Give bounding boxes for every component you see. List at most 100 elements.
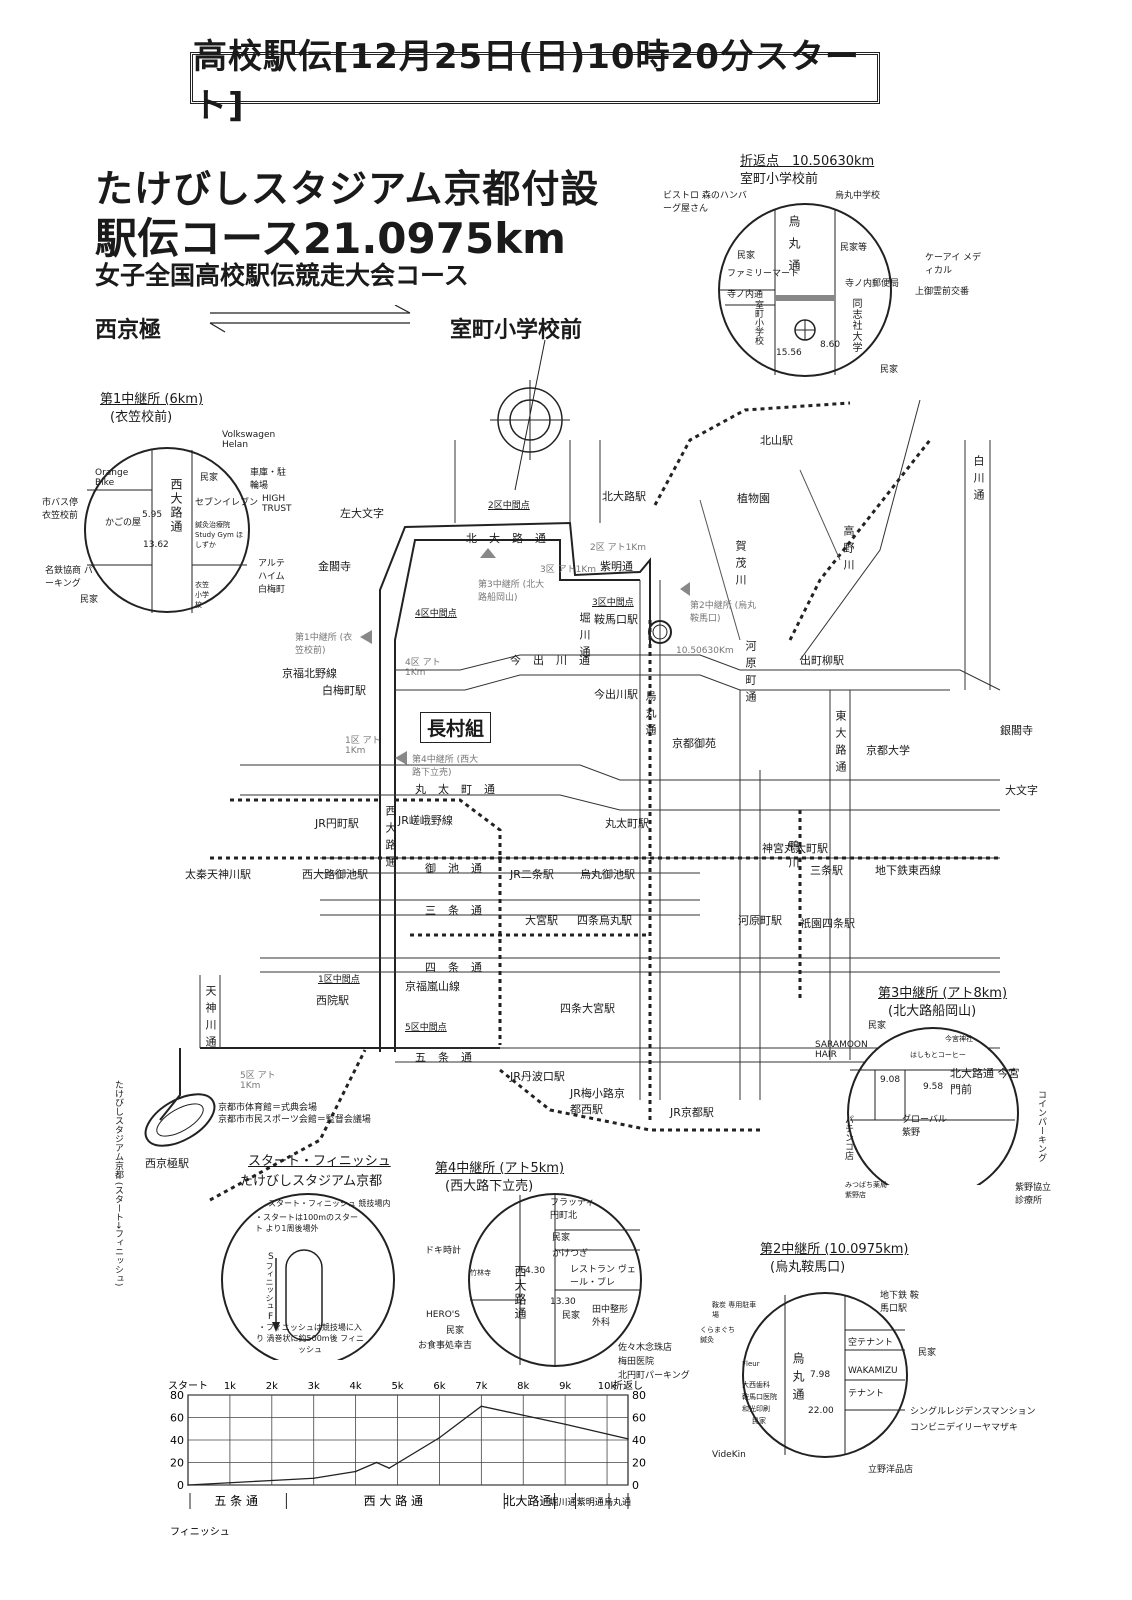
sponsor-nagamuragumi: 長村組 [420,712,492,743]
turnaround-distance: 10.50630Km [676,646,734,656]
turnaround-label-house: 民家 [737,251,756,261]
x-tick-label: 5k [391,1381,403,1392]
relay2-label-karasuma: 烏丸通 [791,1352,805,1406]
elevation-point [229,1481,231,1484]
elevation-point [312,1477,315,1480]
relay4-label-house3: 民家 [562,1311,581,1321]
leg5-midpoint: 5区中間点 [405,1023,447,1033]
relay4-label-kokichi: お食事処幸吉 [418,1341,473,1351]
street-karasuma: 烏丸通 [644,690,657,741]
coaches-meeting-note: 京都市市民スポーツ会館＝監督会議場 [218,1115,371,1125]
relay2-label-wakamizu: WAKAMIZU [848,1366,898,1376]
turnaround-label-houses: 民家等 [840,243,868,253]
y-tick-label-left: 40 [170,1434,184,1447]
leg1-1km-left: 1区 アト1Km [345,736,381,756]
station-kuramaguchi: 鞍馬口駅 [594,613,638,626]
river-kamo: 賀茂川 [734,540,747,591]
x-tick-label: 9k [559,1381,571,1392]
y-tick-label-right: 40 [632,1434,646,1447]
street-shimei: 紫明通 [600,560,633,573]
street-marutamachi: 丸太町通 [415,783,507,796]
leg3-midpoint: 3区中間点 [592,598,634,608]
relay4-label-house2: 民家 [446,1326,465,1336]
station-jr-kyoto: JR京都駅 [670,1106,714,1119]
leg2-1km-left: 2区 アト1Km [590,543,646,553]
relay4-label-heros: HERO'S [426,1310,460,1320]
relay2-label-fleur: Fleur [742,1360,760,1368]
relay1-label-house2: 民家 [80,595,99,605]
start-marker: S [268,1252,274,1262]
relay1-label-parking: 名鉄協商 パーキング [45,566,93,589]
course-distance-heading: 駅伝コース21.0975km [95,214,566,263]
station-jr-nijo: JR二条駅 [510,868,554,881]
elevation-point [375,1461,378,1464]
relay3-label-saramoon: SARAMOON HAIR [815,1040,868,1060]
two-way-arrow-icon [209,305,411,333]
relay2-mark-a: 7.98 [810,1370,831,1380]
relay1-label-garage: 車庫・駐輪場 [250,468,287,491]
relay4-marker-icon [395,751,407,765]
relay4-label-clock: ドキ時計 [425,1246,462,1256]
street-band-label: 北大路通 [503,1493,551,1508]
turnaround-mark-b: 8.60 [820,340,841,350]
turnaround-label-kei-medical: ケーアイ メディカル [925,253,982,276]
elevation-point [480,1405,483,1408]
relay4-mark-a: 4.30 [525,1266,546,1276]
turnaround-label-muromachi-es: 室町小学校 [753,300,763,345]
relay1-label-arte-heim: アルテ ハイム 白梅町 [258,559,286,595]
relay2-label-printing: 和光印刷 [742,1405,770,1413]
y-tick-label-left: 80 [170,1389,184,1402]
relay4-mark-b: 13.30 [550,1297,576,1307]
start-finish-note-3: ・フィニッシュは競技場に入り 渦巻状に約500m後 フィニッシュ [256,1323,364,1354]
y-tick-label-right: 0 [632,1479,639,1492]
elevation-point [627,1438,629,1440]
relay4-label-temple: 竹林寺 [470,1269,491,1277]
station-sanjo: 三条駅 [810,864,843,877]
ceremony-venue-note: 京都市体育館＝式典会場 [218,1103,318,1113]
rail-tozai: 地下鉄東西線 [875,864,941,877]
station-jr-umekoji: JR梅小路京都西駅 [570,1087,625,1116]
x-tick-label: 1k [224,1381,236,1392]
compass-icon [490,339,570,491]
relay3-subtitle: (北大路船岡山) [888,1004,977,1019]
relay3-inset-map [847,1027,1019,1185]
relay2-label-clinic: 鞍馬口医院 [742,1393,777,1401]
x-tick-label: 折返し [613,1379,643,1392]
landmark-daimonji: 大文字 [1005,784,1038,797]
relay3-map-label: 第3中継所 (北大路船岡山) [478,580,545,603]
x-tick-label: 10k [598,1381,617,1392]
y-tick-label-right: 80 [632,1389,646,1402]
turnaround-label-post-office: 寺ノ内郵便局 [845,279,900,289]
elevation-point [522,1414,525,1417]
relay3-label-pachinko: パチンコ店 [843,1115,853,1160]
turnaround-label-karasuma-st: 烏丸通 [787,215,801,281]
relay4-label-nishioji: 西大路通 [513,1265,527,1321]
station-shijo-omiya: 四条大宮駅 [560,1002,615,1015]
relay2-label-house2: 民家 [918,1348,937,1358]
leg4-midpoint: 4区中間点 [415,609,457,619]
leg5-1km-left: 5区 アト1Km [240,1071,276,1091]
start-finish-title: スタート・フィニッシュ [248,1154,391,1169]
relay1-label-seven-eleven: セブンイレブン [195,498,259,508]
elevation-point [438,1436,441,1439]
relay4-label-kaketsugi: かけつぎ [552,1249,589,1259]
relay2-label-videkin: VideKin [712,1450,746,1460]
relay1-mark-b: 13.62 [143,540,169,550]
x-tick-label: 4k [350,1381,362,1392]
station-gion-shijo: 祇園四条駅 [800,917,855,930]
station-kitaoji: 北大路駅 [602,490,646,503]
leg1-midpoint: 1区中間点 [318,975,360,985]
turnaround-subtitle: 室町小学校前 [740,172,819,187]
landmark-kinkakuji: 金閣寺 [318,560,351,573]
station-marutamachi: 丸太町駅 [605,817,649,830]
turnaround-mark-a: 15.56 [776,348,802,358]
relay1-label-high-trust: HIGH TRUST [262,494,292,514]
relay4-subtitle: (西大路下立売) [445,1179,534,1194]
relay1-label-study-gym: 鍼灸治療院 Study Gym ほしずか [195,521,244,549]
x-tick-label: 2k [266,1381,278,1392]
street-tenjingawa: 天神川通 [204,985,217,1053]
relay4-label-house: 民家 [552,1233,571,1243]
relay1-map-label: 第1中継所 (衣笠校前) [295,633,353,656]
station-kawaramachi: 河原町駅 [738,914,782,927]
relay4-inset-map [468,1193,642,1367]
